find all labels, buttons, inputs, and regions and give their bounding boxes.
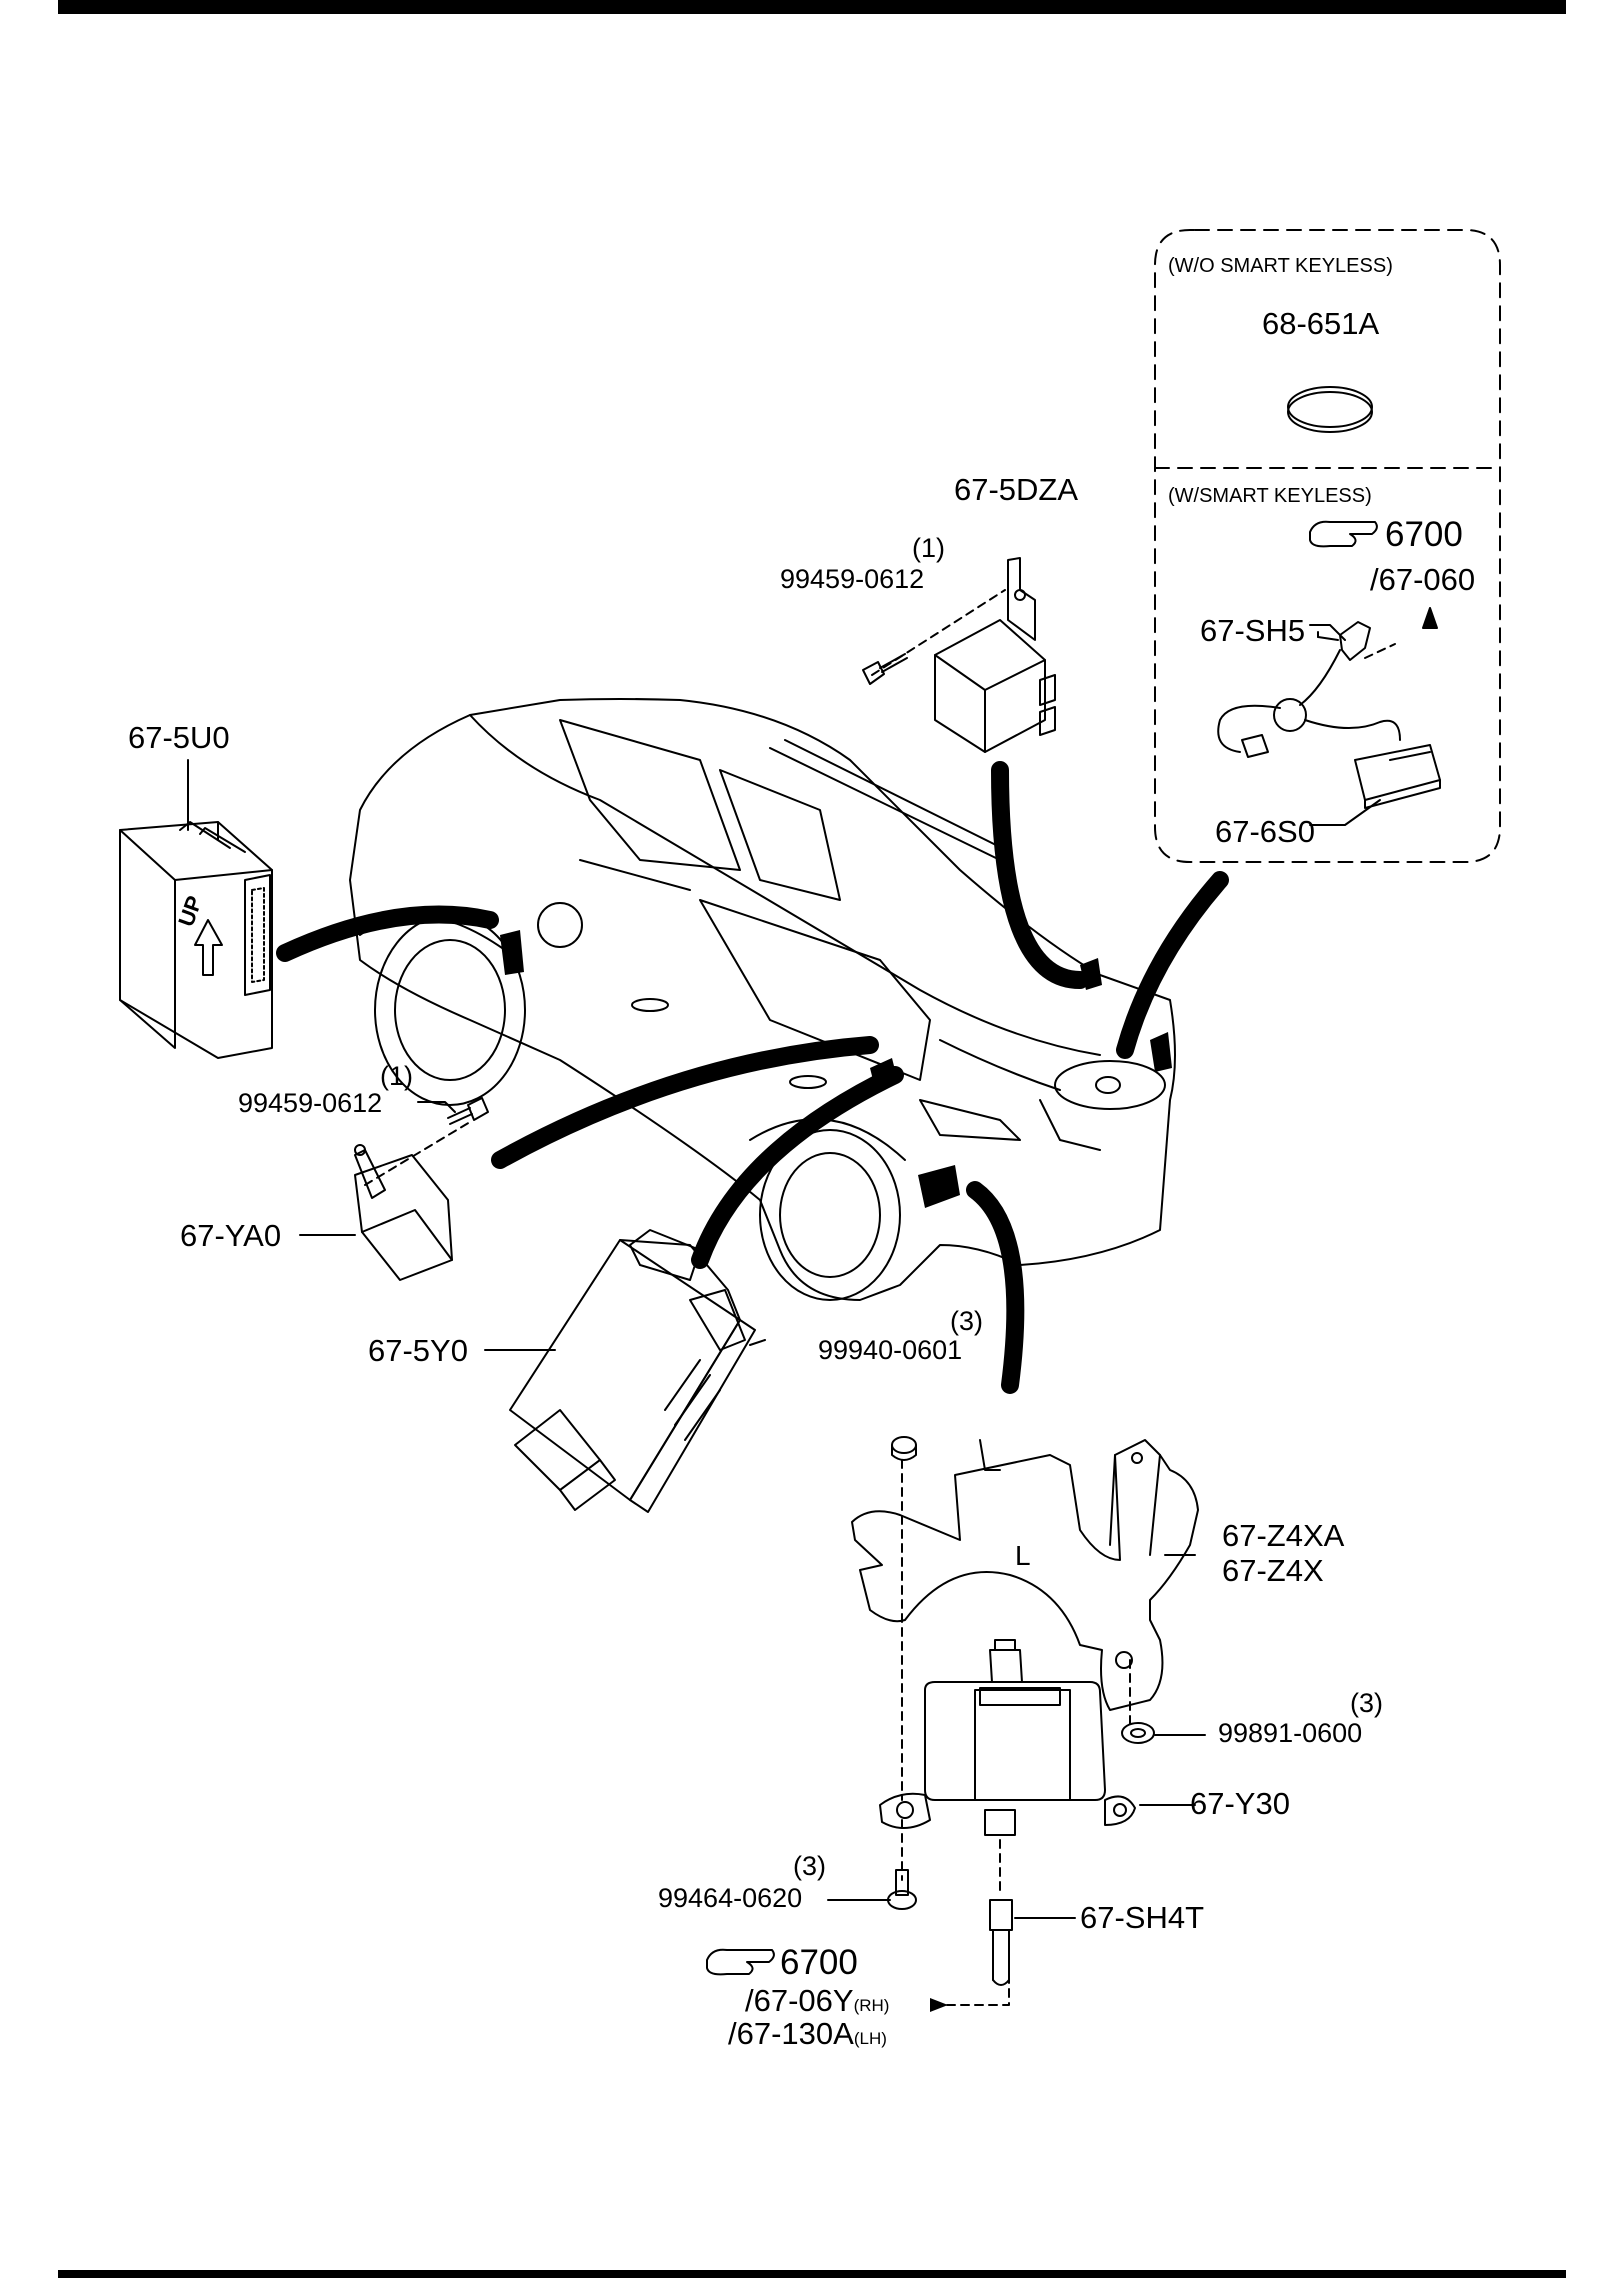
nut-top-number: 99940-0601 bbox=[818, 1335, 963, 1365]
pointing-hand-icon-bottom bbox=[706, 1948, 775, 1976]
part-67-YA0: 67-YA0 bbox=[180, 1218, 282, 1253]
leader-bands bbox=[276, 761, 1229, 1394]
vehicle-outline bbox=[349, 698, 1176, 1301]
part-67-5Y0: 67-5Y0 bbox=[368, 1333, 468, 1368]
ref-code-top: /67-060 bbox=[1370, 562, 1476, 597]
ref-group-top: 6700 bbox=[1385, 515, 1463, 554]
ref-code-rh-suffix: (RH) bbox=[853, 1996, 890, 2015]
pointing-hand-icon bbox=[1309, 520, 1378, 548]
part-67-SH4T: 67-SH4T bbox=[1080, 1900, 1205, 1935]
qty-nut-top: (3) bbox=[950, 1306, 983, 1336]
part-67-SH5: 67-SH5 bbox=[1200, 613, 1306, 648]
part-67-Y30: 67-Y30 bbox=[1190, 1786, 1290, 1821]
ref-code-rh-number: /67-06Y bbox=[745, 1983, 854, 2018]
part-67-6S0: 67-6S0 bbox=[1215, 814, 1315, 849]
part-67-Z4X: 67-Z4X bbox=[1222, 1553, 1324, 1588]
ref-code-lh: /67-130A(LH) bbox=[728, 2018, 887, 2049]
bolt-axis-left bbox=[364, 1121, 471, 1186]
top-rule bbox=[58, 0, 1566, 14]
part-67-Z4XA: 67-Z4XA bbox=[1222, 1518, 1345, 1553]
ref-arrow-bottom bbox=[930, 1998, 948, 2012]
bolt-left bbox=[447, 1097, 489, 1125]
bolt-top-number: 99459-0612 bbox=[780, 564, 925, 594]
module-67-5Y0 bbox=[509, 1229, 766, 1513]
keyless-antenna-harness bbox=[1217, 607, 1441, 809]
module-67-5U0 bbox=[119, 821, 273, 1059]
part-68-651A: 68-651A bbox=[1262, 306, 1380, 341]
option-w-smart-keyless: (W/SMART KEYLESS) bbox=[1168, 485, 1372, 507]
ref-code-lh-suffix: (LH) bbox=[853, 2029, 887, 2048]
bracket-l-mark: L bbox=[1015, 1540, 1031, 1571]
bolt-left-number: 99459-0612 bbox=[238, 1088, 383, 1118]
qty-bolt-left: (1) bbox=[380, 1061, 413, 1091]
part-67-5DZA: 67-5DZA bbox=[954, 472, 1079, 507]
connector-67-SH4T bbox=[929, 1839, 1013, 2006]
relay-67-5DZA bbox=[934, 557, 1056, 753]
radar-unit-67-Y30 bbox=[879, 1639, 1136, 1836]
bottom-rule bbox=[58, 2270, 1566, 2278]
bracket-67-Z4XA bbox=[851, 1439, 1199, 1711]
relay-67-YA0 bbox=[354, 1144, 453, 1281]
ref-group-bottom: 6700 bbox=[780, 1943, 858, 1982]
bolt-top bbox=[862, 653, 908, 685]
part-67-5U0: 67-5U0 bbox=[128, 720, 230, 755]
option-box bbox=[1154, 229, 1501, 863]
qty-bolt-top: (1) bbox=[912, 533, 945, 563]
coin-battery bbox=[1287, 386, 1373, 433]
option-wo-smart-keyless: (W/O SMART KEYLESS) bbox=[1168, 255, 1393, 277]
label-leaders bbox=[187, 624, 1381, 1919]
ref-code-rh: /67-06Y(RH) bbox=[745, 1985, 889, 2016]
qty-nut-right: (3) bbox=[1350, 1688, 1383, 1718]
up-marking: UP bbox=[173, 892, 207, 929]
bolt-bottom-number: 99464-0620 bbox=[658, 1883, 803, 1913]
ref-code-lh-number: /67-130A bbox=[728, 2016, 854, 2051]
nut-right-number: 99891-0600 bbox=[1218, 1718, 1363, 1748]
nut-right bbox=[1121, 1722, 1155, 1744]
qty-bolt-bottom: (3) bbox=[793, 1851, 826, 1881]
bolt-axis-top bbox=[871, 589, 1006, 676]
nut-top bbox=[891, 1436, 917, 1461]
